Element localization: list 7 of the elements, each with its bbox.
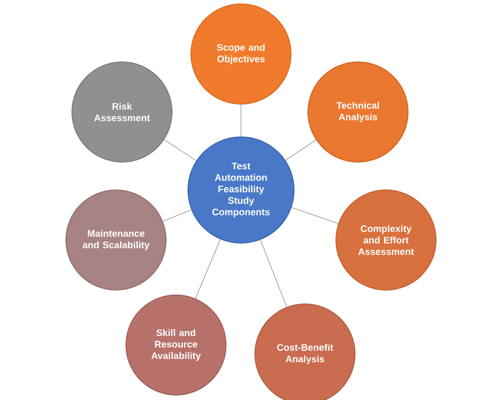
connector-line [240, 104, 242, 137]
connector-line [162, 209, 192, 222]
connector-line [195, 238, 221, 299]
connector-line [291, 207, 339, 224]
connector-line [285, 140, 316, 161]
connector-line [260, 239, 288, 308]
connector-line [164, 139, 197, 162]
